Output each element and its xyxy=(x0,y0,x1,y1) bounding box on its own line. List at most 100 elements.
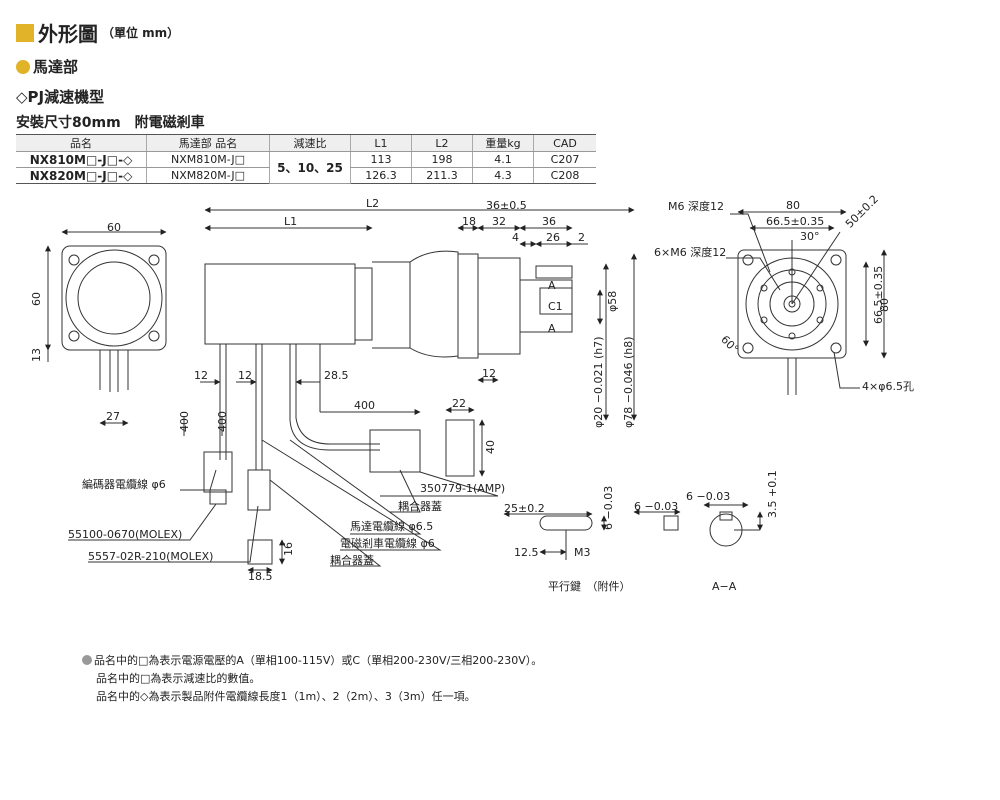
dim-4: 4 xyxy=(512,231,519,244)
row-weight: 4.3 xyxy=(472,167,534,184)
note-text: 品名中的◇為表示製品附件電纜線長度1（1m）、2（2m）、3（3m）任一項。 xyxy=(96,690,476,703)
notes: 品名中的□為表示電源電壓的A（單相100-115V）或C（單相200-230V/… xyxy=(82,652,542,706)
note-text: 品名中的□為表示減速比的數值。 xyxy=(96,672,261,685)
dim-40: 40 xyxy=(484,440,497,454)
row-l1: 126.3 xyxy=(350,167,412,184)
dim-phi20: φ20 −0.021 (h7) xyxy=(592,336,605,428)
row-name: NX820M□-J□-◇ xyxy=(16,167,147,184)
row-name: NX810M□-J□-◇ xyxy=(16,151,147,168)
dim-36-tol: 36±0.5 xyxy=(486,199,527,212)
dim-18-5: 18.5 xyxy=(248,570,273,583)
dim-6-a: 6 −0.03 xyxy=(634,500,678,513)
key-detail xyxy=(503,502,763,560)
table-header-cell: 重量kg xyxy=(472,134,534,152)
section-heading-text: 馬達部 xyxy=(33,58,79,76)
note-item: 品名中的□為表示減速比的數值。 xyxy=(82,670,542,688)
dim-18: 18 xyxy=(462,215,476,228)
dim-phi58: φ58 xyxy=(606,291,619,312)
label-m6-depth: M6 深度12 xyxy=(668,199,724,213)
dim-27: 27 xyxy=(106,410,120,423)
page-title: 外形圖 （單位 mm） xyxy=(16,18,179,47)
note-bullet-icon xyxy=(82,655,92,665)
label-molex2: 5557-02R-210(MOLEX) xyxy=(88,550,213,563)
note-item: 品名中的□為表示電源電壓的A（單相100-115V）或C（單相200-230V/… xyxy=(82,652,542,670)
table-header-row: 品名 馬達部 品名 減速比 L1 L2 重量kg CAD xyxy=(16,134,596,152)
dim-12-shaft: 12 xyxy=(482,367,496,380)
label-encoder-cable: 編碼器電纜線 φ6 xyxy=(82,477,166,491)
label-c1: C1 xyxy=(548,300,563,313)
spec-table: 品名 馬達部 品名 減速比 L1 L2 重量kg CAD NX810M□-J□-… xyxy=(16,134,596,184)
label-coupler1: 耦合器蓋 xyxy=(398,499,442,513)
dim-60-side: 60 xyxy=(30,292,43,306)
dim-400-v1: 400 xyxy=(178,411,191,432)
label-m3: M3 xyxy=(574,546,591,559)
dim-50: 50±0.2 xyxy=(843,193,881,231)
dim-2: 2 xyxy=(578,231,585,244)
dim-66-5-side: 66.5±0.35 xyxy=(872,266,885,324)
row-l1: 113 xyxy=(350,151,412,168)
end-view-left xyxy=(45,229,167,426)
label-amp: 350779-1(AMP) xyxy=(420,482,505,495)
title-unit: （單位 mm） xyxy=(102,26,180,40)
dim-12-5: 12.5 xyxy=(514,546,539,559)
row-motor: NXM820M-J□ xyxy=(146,167,270,184)
row-weight: 4.1 xyxy=(472,151,534,168)
mount-heading: 安裝尺寸80mm 附電磁剎車 xyxy=(16,115,205,131)
label-a-top: A xyxy=(548,279,556,292)
table-header-cell: CAD xyxy=(533,134,596,152)
label-holes: 4×φ6.5孔 xyxy=(862,380,914,393)
dim-80-top: 80 xyxy=(786,199,800,212)
label-motor-cable: 馬達電纜線 φ6.5 xyxy=(350,519,433,533)
gear-type-heading: ◇PJ減速機型 xyxy=(16,88,105,106)
dim-phi78: φ78 −0.046 (h8) xyxy=(622,336,635,428)
row-l2: 211.3 xyxy=(411,167,473,184)
flange-view xyxy=(726,209,887,395)
dim-400-v2: 400 xyxy=(216,411,229,432)
dim-400-h: 400 xyxy=(354,399,375,412)
label-brake-cable: 電磁剎車電纜線 φ6 xyxy=(340,536,435,550)
title-text: 外形圖 xyxy=(38,22,98,46)
label-a-bottom: A xyxy=(548,322,556,335)
table-header-cell: L1 xyxy=(350,134,412,152)
dim-36: 36 xyxy=(542,215,556,228)
table-header-cell: L2 xyxy=(411,134,473,152)
table-row: NX820M□-J□-◇ NXM820M-J□ 126.3 211.3 4.3 … xyxy=(16,167,596,184)
dim-12-b: 12 xyxy=(238,369,252,382)
dim-26: 26 xyxy=(546,231,560,244)
dim-80-side: 80 xyxy=(878,298,891,312)
note-text: 品名中的□為表示電源電壓的A（單相100-115V）或C（單相200-230V/… xyxy=(94,654,543,667)
row-l2: 198 xyxy=(411,151,473,168)
dim-32: 32 xyxy=(492,215,506,228)
dim-30deg: 30° xyxy=(800,230,820,243)
dim-16: 16 xyxy=(282,542,295,556)
row-cad: C207 xyxy=(533,151,596,168)
row-cad: C208 xyxy=(533,167,596,184)
dim-25: 25±0.2 xyxy=(504,502,545,515)
label-key-title: 平行鍵 （附件） xyxy=(548,579,631,593)
label-molex1: 55100-0670(MOLEX) xyxy=(68,528,182,541)
dim-12-a: 12 xyxy=(194,369,208,382)
row-ratio: 5、10、25 xyxy=(269,151,351,184)
table-header-cell: 品名 xyxy=(16,134,147,152)
dim-3-5: 3.5 +0.1 xyxy=(766,470,779,518)
side-view xyxy=(68,207,637,573)
dim-6-key: 6 −0.03 xyxy=(602,486,615,530)
dim-13: 13 xyxy=(30,348,43,362)
note-item: 品名中的◇為表示製品附件電纜線長度1（1m）、2（2m）、3（3m）任一項。 xyxy=(82,688,542,706)
dim-6-b: 6 −0.03 xyxy=(686,490,730,503)
dim-28-5: 28.5 xyxy=(324,369,349,382)
label-coupler2: 耦合器蓋 xyxy=(330,553,374,567)
dim-22: 22 xyxy=(452,397,466,410)
dim-66-5-top: 66.5±0.35 xyxy=(766,215,824,228)
section-heading: 馬達部 xyxy=(16,56,78,77)
title-square-icon xyxy=(16,23,34,42)
section-bullet-icon xyxy=(16,59,30,74)
table-row: NX810M□-J□-◇ NXM810M-J□ 5、10、25 113 198 … xyxy=(16,151,596,184)
dim-L2: L2 xyxy=(366,197,379,210)
table-header-cell: 馬達部 品名 xyxy=(146,134,270,152)
label-section-aa: A−A xyxy=(712,580,737,593)
row-motor: NXM810M-J□ xyxy=(146,151,270,168)
dim-60-top: 60 xyxy=(107,221,121,234)
table-header-cell: 減速比 xyxy=(269,134,351,152)
